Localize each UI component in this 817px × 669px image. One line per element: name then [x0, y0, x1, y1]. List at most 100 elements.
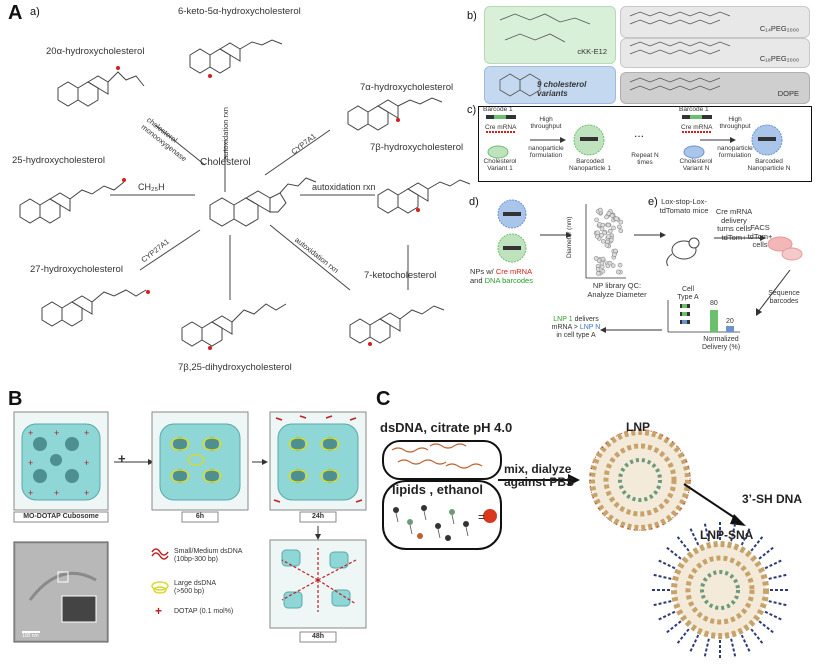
- svg-text:+: +: [28, 458, 33, 468]
- dna-strand: [675, 628, 690, 646]
- plus-sign: +: [118, 451, 126, 466]
- scatter-dot: [606, 234, 611, 239]
- cubosome-label: MO-DOTAP Cubosome: [23, 513, 99, 520]
- facs-label: FACS tdTom+ cells: [747, 223, 773, 250]
- legend-large-line1: Large dsDNA: [174, 580, 217, 587]
- mrna-text: mRNA >: [551, 324, 580, 332]
- arrow-upleft: [154, 124, 206, 166]
- cholesterol-variants-label: 9 cholesterol variants: [537, 79, 587, 98]
- nps-label: NPs w/ Cre mRNA and DNA barcodes: [470, 267, 540, 285]
- cre2-label: Cre mRNA: [681, 124, 713, 131]
- equals-sign: =: [478, 510, 486, 524]
- variant1-label: Cholesterol Variant 1: [483, 158, 517, 173]
- lnp-particle: [589, 429, 691, 531]
- panel-a-sub-a: a): [30, 6, 40, 18]
- barcode2-label: Barcode 1: [679, 106, 709, 113]
- sequence-label: Sequence barcodes: [768, 290, 800, 306]
- dna-strand: [758, 620, 776, 635]
- scatter-dot: [595, 230, 600, 236]
- lipids-box: [382, 480, 502, 550]
- label-cholesterol: Cholesterol: [200, 157, 251, 168]
- scatter-dot: [593, 256, 599, 261]
- label-27: 27-hydroxycholesterol: [30, 264, 123, 275]
- cre-delivery-label: Cre mRNA delivery turns cells tdTom+: [715, 207, 753, 242]
- dna-strand: [764, 558, 784, 570]
- scatter-dot: [599, 260, 605, 266]
- scatter-dot: [618, 219, 624, 225]
- dna-strand: [730, 638, 737, 659]
- dna-strand: [664, 620, 682, 635]
- ckk-label: cKK-E12: [577, 47, 607, 57]
- label-7b: 7β-hydroxycholesterol: [370, 142, 464, 153]
- label-7-keto: 7-ketocholesterol: [364, 270, 437, 281]
- panel-b-sub: b): [467, 10, 477, 22]
- panel-a-letter: A: [8, 2, 23, 24]
- qc-label: NP library QC: Analyze Diameter: [586, 281, 648, 299]
- peg18-box: C₁₈PEG₂₀₀₀: [620, 38, 810, 68]
- nps-cre: Cre mRNA: [495, 267, 533, 276]
- svg-text:+: +: [28, 428, 33, 438]
- lnp-sna-particle: [671, 541, 769, 639]
- scatter-dot: [616, 269, 621, 275]
- d7b25-structure: [181, 303, 287, 347]
- scatter-dot: [609, 213, 615, 218]
- normalized-label: Normalized Delivery (%): [701, 336, 741, 352]
- arrow-label-autox2: autoxidation rxn: [312, 182, 376, 192]
- arrow-downright: [269, 224, 351, 291]
- dna-strand: [740, 634, 752, 654]
- cre1-label: Cre mRNA: [485, 124, 517, 131]
- svg-text:+: +: [54, 428, 59, 438]
- barcode-workflow-box: [478, 106, 812, 182]
- h20a-structure: [57, 71, 145, 107]
- label-24h: 24h: [311, 513, 325, 520]
- dna-strand: [750, 628, 765, 646]
- dotap-icon: +: [155, 604, 163, 618]
- ckk-box: cKK-E12: [484, 6, 616, 64]
- repeat-label: Repeat N times: [631, 152, 659, 167]
- scatter-dot: [599, 232, 604, 238]
- arrow-downleft: [139, 229, 201, 271]
- label-48h: 48h: [311, 633, 325, 640]
- keto6-structure: [189, 39, 283, 74]
- peg14-label: C₁₄PEG₂₀₀₀: [759, 24, 799, 34]
- lnp1-text: LNP 1: [553, 316, 573, 323]
- dna-strand: [651, 600, 672, 607]
- h7b-structure: [377, 179, 471, 214]
- nf1-label: nanoparticle formulation: [528, 145, 564, 160]
- scatter-dot: [618, 228, 624, 234]
- h7a-structure: [347, 97, 443, 131]
- panel-d-sub: d): [469, 196, 479, 208]
- legend-large-line2: (>500 bp): [174, 588, 205, 596]
- value-80: 80: [710, 300, 718, 307]
- lnpn-text: LNP N: [579, 324, 601, 332]
- svg-text:+: +: [84, 488, 89, 498]
- scatter-dot: [597, 207, 603, 213]
- cholesterol-structure: [209, 177, 317, 227]
- value-20: 20: [726, 318, 734, 325]
- panel-c-sub: c): [467, 104, 477, 116]
- panel-e-sub: e): [648, 196, 658, 208]
- h27-structure: [41, 289, 147, 327]
- dna-strand: [768, 600, 789, 607]
- panel-c-letter: C: [376, 388, 391, 410]
- scatter-dot: [607, 260, 613, 266]
- scatter-dot: [600, 238, 606, 244]
- dope-label: DOPE: [777, 89, 799, 99]
- nps-prefix: NPs w/: [470, 267, 496, 276]
- label-20a: 20α-hydroxycholesterol: [46, 46, 145, 57]
- mix-dialyze-label: mix, dialyze against PBS: [504, 463, 574, 488]
- lipids-label: lipids , ethanol: [392, 482, 484, 497]
- h25-structure: [19, 181, 125, 224]
- variantN-label: Cholesterol Variant N: [679, 158, 713, 173]
- dna-strand: [764, 610, 784, 622]
- label-7a: 7α-hydroxycholesterol: [360, 82, 454, 93]
- arrow-label-ch25h: CH₂₅H: [138, 182, 165, 192]
- scatter-dot: [599, 226, 605, 232]
- scatter-dot: [617, 224, 622, 230]
